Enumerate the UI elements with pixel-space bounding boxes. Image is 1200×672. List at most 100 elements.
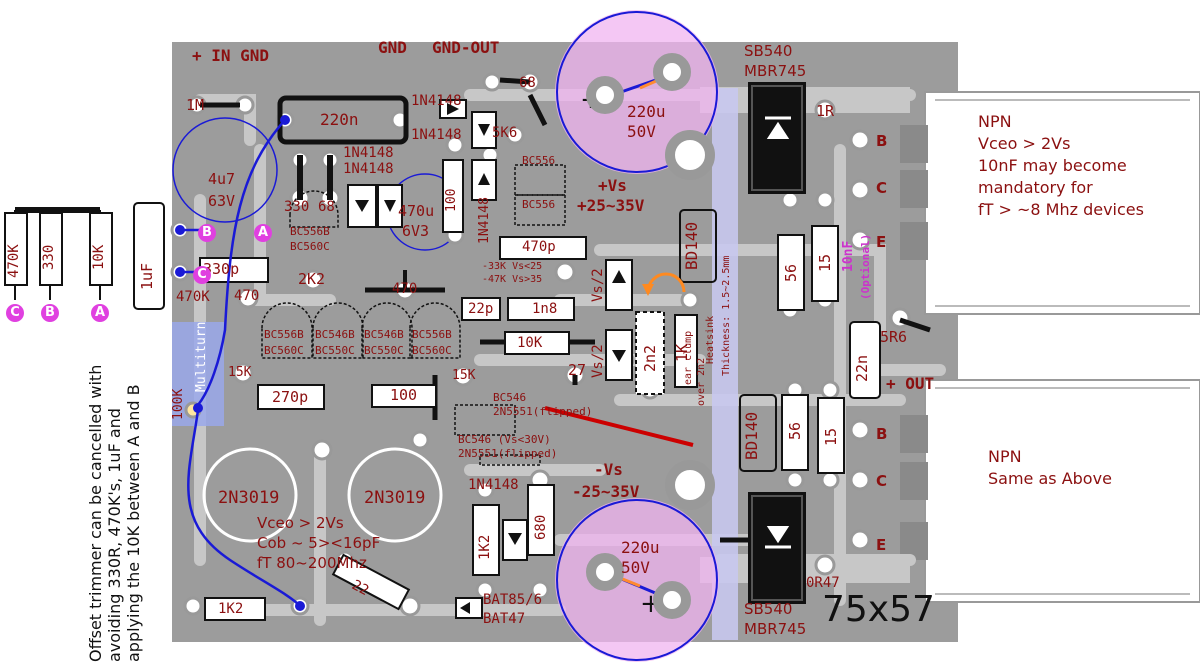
c-220u-top: 220u — [627, 102, 666, 121]
c-270p: 270p — [272, 388, 309, 406]
sb540-diode-top — [748, 82, 806, 194]
c-22n: 22n — [853, 354, 871, 382]
r-470-b: 470 — [392, 281, 418, 297]
legend-r-470k: 470K — [6, 244, 22, 278]
r-56-a: 56 — [782, 263, 800, 282]
d-1n4148-c: 1N4148 — [343, 145, 394, 161]
r-56-b: 56 — [786, 421, 804, 440]
legend-pin-a: A — [91, 304, 109, 322]
r-1k2: 1K2 — [477, 534, 493, 560]
legend-r-330: 330 — [41, 244, 57, 270]
trimmer-value: 100K — [171, 388, 186, 420]
c-220u-bot: 220u — [621, 538, 660, 557]
c-6v3: 6V3 — [402, 222, 430, 240]
r-100: 100 — [444, 188, 459, 212]
bd140-top: BD140 — [682, 221, 701, 270]
d-bat47: BAT47 — [483, 611, 526, 627]
vs2-top: Vs/2 — [590, 268, 606, 302]
bc560c-a: BC560C — [290, 240, 330, 253]
r-15-b: 15 — [822, 427, 840, 446]
r-68-b: 68 — [519, 75, 536, 91]
npn-bottom-note: NPN Same as Above — [988, 447, 1112, 488]
r-15k-a: 15K — [228, 365, 252, 380]
bc556-b: BC556 — [522, 198, 556, 211]
vs-pos-label: +Vs — [598, 176, 627, 195]
ear-clump: ear clump — [683, 330, 694, 385]
q-bc556b-2: BC556B — [412, 328, 452, 341]
r-15k-b: 15K — [452, 368, 476, 383]
trimmer-resistor-legend — [4, 207, 113, 300]
q-bc560c: BC560C — [264, 344, 304, 357]
r-330-b: 330 — [284, 199, 310, 215]
c-2n2: 2n2 — [641, 344, 659, 372]
q-bc550c: BC550C — [315, 344, 355, 357]
bd140-bot: BD140 — [742, 411, 761, 460]
heatsink-strip — [712, 88, 738, 640]
d-bat85: BAT85/6 — [483, 592, 543, 608]
pin-c-bottom: C — [876, 472, 888, 490]
vs-neg-label: -Vs — [594, 460, 623, 479]
pin-e-bottom: E — [876, 536, 887, 554]
r-1r: 1R — [816, 102, 835, 120]
bc556b-a: BC556B — [290, 225, 330, 238]
legend-r-10k: 10K — [91, 244, 107, 270]
mbr745-top: MBR745 — [744, 62, 807, 80]
r-5k6: 5K6 — [492, 125, 518, 141]
optional-label: (Optional) — [859, 233, 872, 300]
pin-b-bottom: B — [876, 425, 888, 443]
npn-top-note: NPN Vceo > 2Vs 10nF may become mandatory… — [978, 112, 1144, 219]
d-1n4148-v: 1N4148 — [468, 477, 519, 493]
r-1k2-b: 1K2 — [218, 601, 244, 617]
npn-transistor-outline-top — [924, 91, 1200, 315]
trimmer-pin-b: B — [198, 224, 216, 242]
q-bc550c-2: BC550C — [364, 344, 404, 357]
r-1m: 1M — [186, 96, 205, 114]
r-470: 470 — [234, 288, 260, 304]
board-size-label: 75x57 — [822, 589, 935, 630]
r-68: 68 — [318, 199, 335, 215]
q-bc560c-2: BC560C — [412, 344, 452, 357]
heatsink-thickness: Thickness: 1.5~2.5mm — [721, 255, 732, 376]
sb540-bot: SB540 — [744, 600, 793, 618]
small-diodes — [347, 99, 633, 619]
gnd-label: GND — [378, 38, 407, 57]
out-label: + OUT — [886, 374, 935, 393]
c-22p: 22p — [468, 301, 494, 317]
bc556-a: BC556 — [522, 154, 556, 167]
d-1n4148-d: 1N4148 — [343, 161, 394, 177]
vs-note-1: -33K Vs<25 — [482, 261, 543, 272]
legend-pin-b: B — [41, 304, 59, 322]
bc546-b: BC546 (Vs<30V) — [458, 433, 551, 446]
c-470p: 470p — [522, 239, 556, 255]
n2n5551-b: 2N5551(flipped) — [458, 447, 558, 460]
c-1n8: 1n8 — [532, 301, 558, 317]
legend-pin-c: C — [6, 304, 24, 322]
d-1n4148-a: 1N4148 — [411, 93, 462, 109]
r-470k-b: 470K — [176, 289, 210, 305]
over-2n2: over 2n2 — [696, 357, 707, 406]
q-bc546b: BC546B — [315, 328, 355, 341]
trimmer-label: Multiturn — [194, 321, 209, 392]
c-470u: 470u — [398, 202, 435, 220]
q-bc546b-2: BC546B — [364, 328, 404, 341]
c-1uf: 1uF — [138, 262, 156, 290]
d-1n4148-e: 1N4148 — [477, 197, 492, 244]
r-5r6: 5R6 — [880, 328, 908, 346]
bc546-a: BC546 — [493, 391, 527, 404]
offset-trimmer-note: Offset trimmer can be cancelled with avo… — [86, 364, 143, 662]
q-2n3019-b: 2N3019 — [364, 488, 426, 508]
r-27: 27 — [568, 361, 587, 379]
c-4u7: 4u7 — [208, 170, 236, 188]
mbr745-bot: MBR745 — [744, 620, 807, 638]
pin-e-top: E — [876, 233, 887, 251]
trimmer-pin-a: A — [254, 224, 272, 242]
trimmer-pin-c: C — [193, 266, 211, 284]
c-220n: 220n — [320, 110, 359, 129]
c-330p: 330p — [203, 260, 240, 278]
in-gnd-label: + IN GND — [192, 46, 270, 65]
vs2-bot: Vs/2 — [590, 344, 606, 378]
vs-note-2: -47K Vs>35 — [482, 274, 543, 285]
r-100-b: 100 — [390, 386, 418, 404]
pin-b-top: B — [876, 132, 888, 150]
